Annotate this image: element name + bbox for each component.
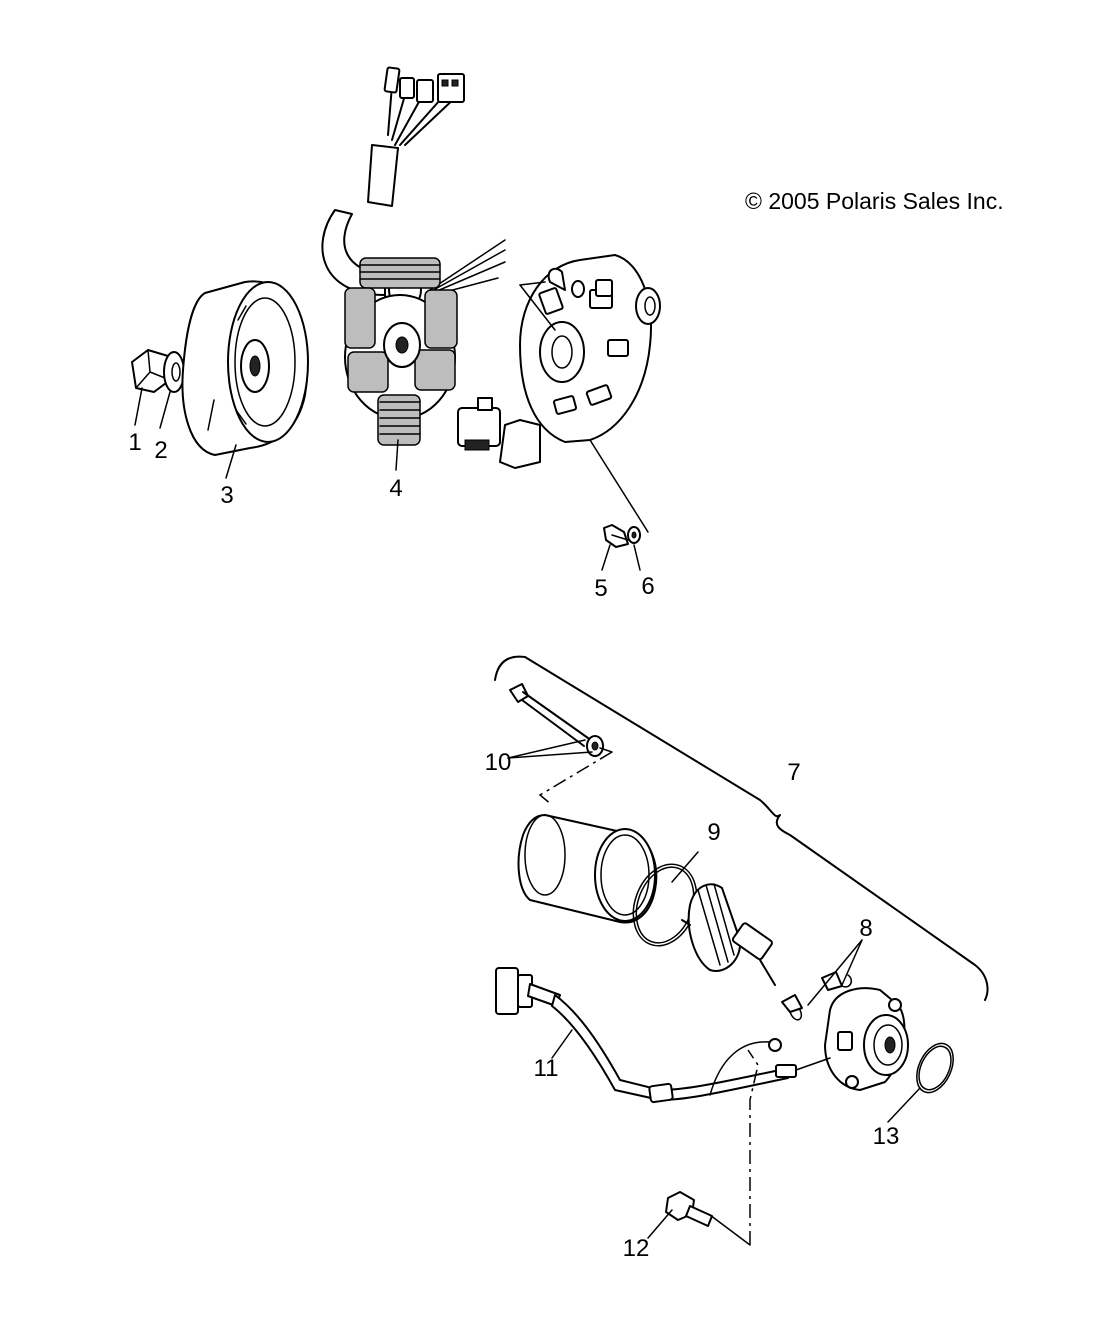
assembly-bracket xyxy=(494,655,989,1001)
long-bolt-part-icon xyxy=(509,683,613,757)
bolt-part-icon xyxy=(665,1191,713,1227)
callout-labels: 1 2 3 4 5 6 7 8 9 10 11 12 13 xyxy=(128,429,899,1262)
end-cap-icon xyxy=(824,987,909,1091)
starter-cable-icon xyxy=(495,967,831,1104)
callout-2: 2 xyxy=(154,437,167,464)
washer-part-icon xyxy=(163,351,185,393)
callout-7: 7 xyxy=(787,759,800,786)
callout-1: 1 xyxy=(128,429,141,456)
callout-11: 11 xyxy=(534,1055,559,1082)
flywheel-icon xyxy=(181,280,309,456)
small-o-ring-part-icon xyxy=(916,1042,954,1094)
callout-13: 13 xyxy=(873,1123,900,1150)
copyright-text: © 2005 Polaris Sales Inc. xyxy=(745,188,1004,214)
armature-icon xyxy=(681,883,776,986)
lockwasher-part-icon xyxy=(627,526,641,544)
callout-9: 9 xyxy=(707,819,720,846)
callout-12: 12 xyxy=(623,1235,650,1262)
callout-5: 5 xyxy=(594,575,607,602)
callout-4: 4 xyxy=(389,475,402,502)
callout-3: 3 xyxy=(220,482,233,509)
stator-plate-icon xyxy=(457,254,661,469)
screw-part-icon xyxy=(603,524,629,548)
callout-6: 6 xyxy=(641,573,654,600)
brush-clip-part-icon xyxy=(781,971,853,1021)
stator-icon xyxy=(344,257,458,446)
motor-housing-icon xyxy=(517,814,658,924)
callout-8: 8 xyxy=(859,915,872,942)
callout-10: 10 xyxy=(485,749,512,776)
